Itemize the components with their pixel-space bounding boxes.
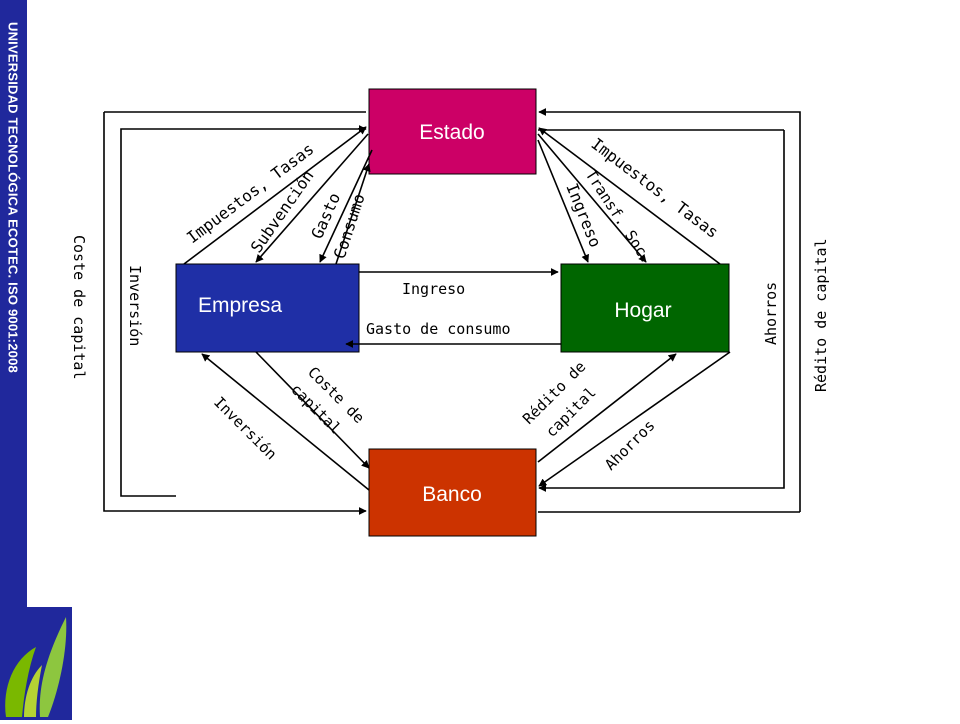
hogar-label: Hogar	[614, 299, 671, 322]
ahorros-bottom-label: Ahorros	[601, 416, 658, 473]
hogar-node: Hogar	[560, 263, 730, 353]
inversion-left-label: Inversión	[126, 265, 144, 346]
redito-de-capital-right-label: Rédito de capital	[812, 238, 830, 392]
impuestos-left-arrow	[183, 126, 367, 265]
consumo-arrow	[335, 163, 371, 265]
estado-node: Estado	[368, 88, 537, 175]
estado-label: Estado	[419, 121, 484, 144]
redito-mid-arrow	[537, 353, 677, 463]
sidebar-band: UNIVERSIDAD TECNOLÓGICA ECOTEC. ISO 9001…	[0, 0, 27, 607]
university-logo	[0, 607, 72, 720]
ingreso-estado-arrow	[537, 139, 589, 263]
ahorros-right-label: Ahorros	[762, 282, 780, 345]
inversion-bottom-label: Inversión	[210, 393, 280, 463]
empresa-label: Empresa	[198, 294, 282, 317]
banco-label: Banco	[422, 483, 482, 506]
impuestos-right-arrow	[538, 127, 721, 265]
ingreso-label: Ingreso	[402, 280, 465, 298]
coste-capital-mid-arrow	[255, 351, 370, 469]
gasto-de-consumo-label: Gasto de consumo	[366, 320, 511, 338]
redito-outer-arrow	[538, 108, 801, 512]
ahorros-bottom-arrow	[538, 351, 731, 487]
transf-soc-arrow	[537, 133, 647, 263]
coste-de-capital-outer-arrow	[103, 112, 367, 515]
inversion-outer-arrow	[120, 125, 367, 497]
subvencion-arrow	[255, 133, 369, 263]
ahorros-outer-arrow	[538, 130, 785, 492]
coste-de-capital-left-label: Coste de capital	[70, 235, 88, 380]
banco-node: Banco	[368, 448, 537, 537]
empresa-node: Empresa	[175, 263, 360, 353]
inversion-bottom-arrow	[201, 353, 370, 491]
